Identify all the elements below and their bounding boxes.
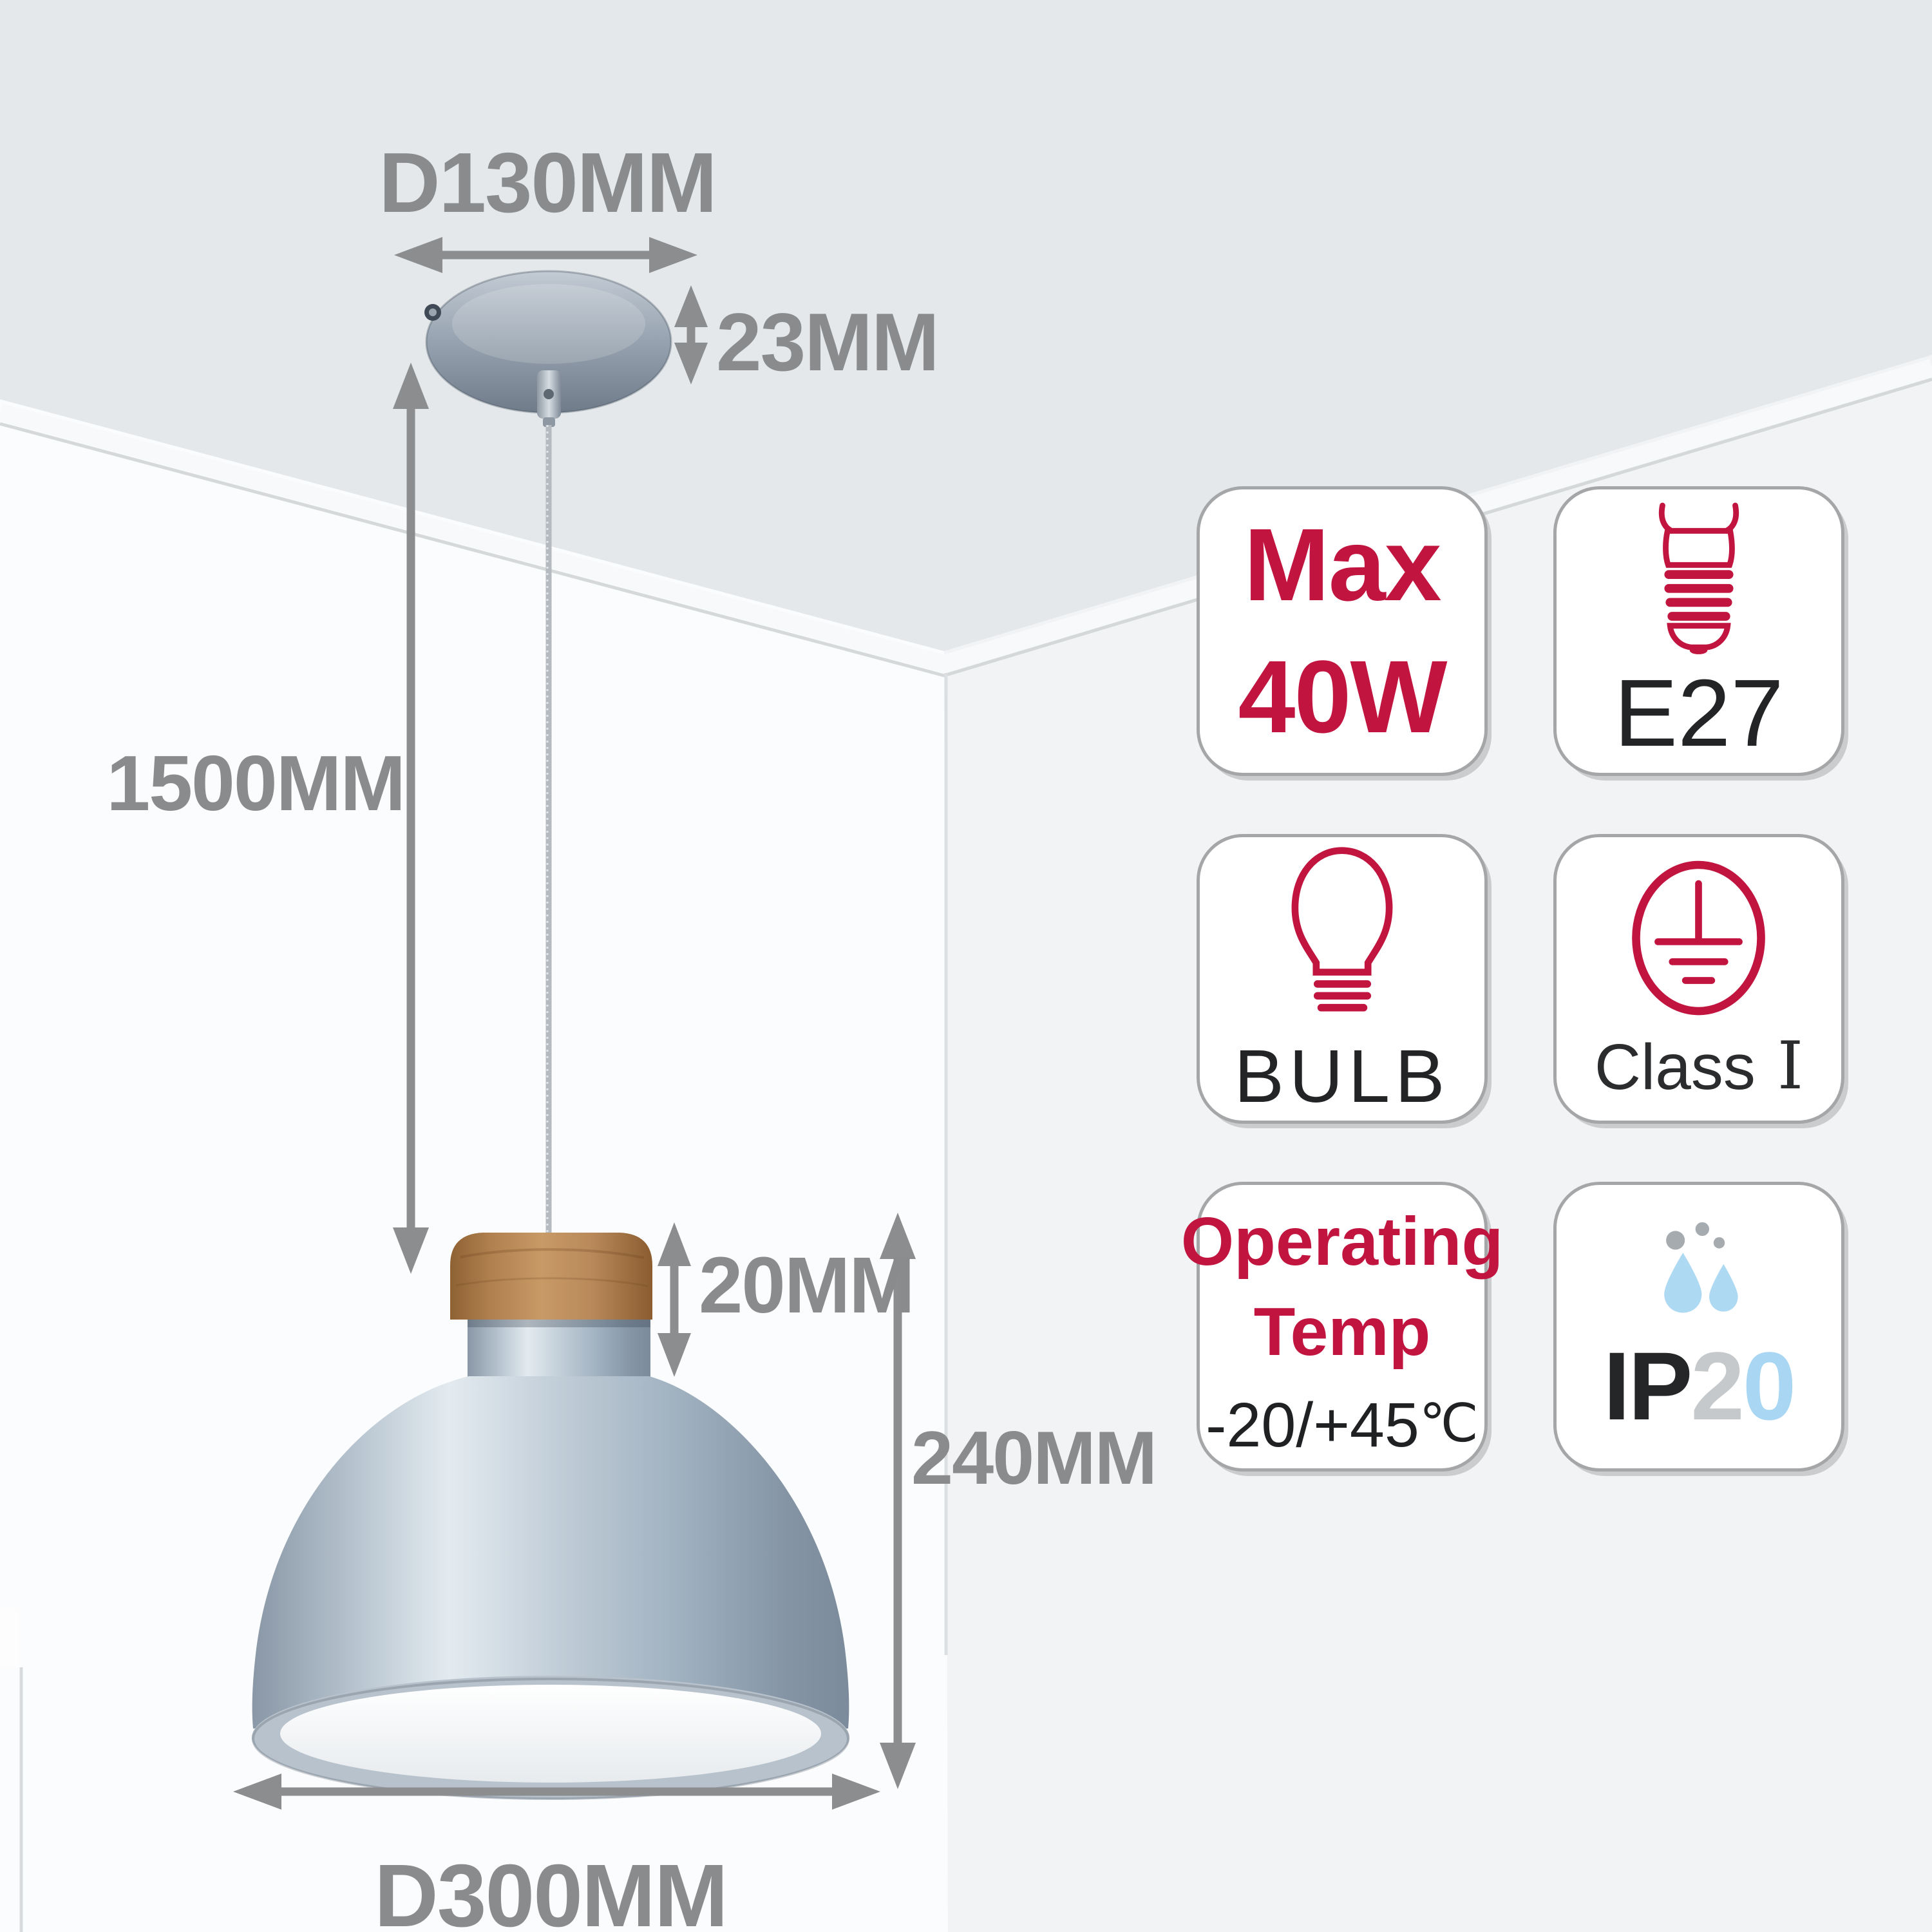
badge-socket-e27: E27 — [1553, 486, 1844, 776]
badge-max-wattage: Max 40W — [1197, 486, 1488, 776]
shade-height-label: 240MM — [911, 1416, 1157, 1500]
suspension-cord — [545, 425, 552, 1235]
canopy-diameter-label: D130MM — [379, 135, 717, 230]
suspension-length-label: 1500MM — [106, 739, 406, 827]
bulb-icon — [1291, 847, 1393, 1012]
pendant-lamp — [252, 1233, 849, 1800]
badge-operating-temp: Operating Temp -20/+45℃ — [1181, 1182, 1503, 1472]
operating-temp-title2: Temp — [1253, 1293, 1431, 1370]
bulb-label: BULB — [1234, 1034, 1450, 1118]
ip-digit-units: 0 — [1742, 1332, 1796, 1440]
badge-bulb: BULB — [1197, 834, 1488, 1124]
max-wattage-line1: Max — [1244, 507, 1441, 623]
badge-protection-class: Class Ⅰ — [1553, 834, 1844, 1124]
arrow-wood-cap-height — [658, 1222, 691, 1377]
ip-rating-label: IP20 — [1604, 1338, 1797, 1434]
arrow-suspension-length — [393, 363, 429, 1274]
protection-class-numeral: Ⅰ — [1777, 1028, 1804, 1104]
ip-digit-tens: 2 — [1690, 1332, 1744, 1440]
operating-temp-title1: Operating — [1180, 1203, 1504, 1280]
shade-diameter-label: D300MM — [374, 1846, 728, 1932]
protection-class-name: Class — [1594, 1031, 1756, 1103]
socket-label: E27 — [1614, 660, 1784, 766]
wood-cap — [450, 1233, 652, 1320]
operating-temp-values: -20/+45 — [1206, 1390, 1419, 1461]
shade-diffuser — [280, 1685, 821, 1783]
water-drops-icon — [1664, 1222, 1738, 1313]
arrow-shade-height — [880, 1213, 916, 1789]
wood-cap-height-label: 20MM — [699, 1242, 915, 1330]
operating-temp-unit: ℃ — [1419, 1393, 1479, 1455]
arrow-canopy-diameter — [394, 237, 697, 273]
canopy-height-label: 23MM — [716, 296, 940, 388]
badge-ip-rating: IP20 — [1553, 1182, 1844, 1472]
arrow-shade-diameter — [233, 1774, 880, 1810]
ceiling-bevel-highlight — [0, 359, 1932, 674]
dimension-arrows — [233, 237, 916, 1810]
shade-neck — [468, 1320, 650, 1378]
protection-class-label: Class Ⅰ — [1594, 1028, 1804, 1104]
operating-temp-range: -20/+45℃ — [1206, 1394, 1479, 1456]
e27-socket-icon — [1658, 502, 1739, 654]
max-wattage-line2: 40W — [1238, 639, 1448, 754]
ceiling-edge-line — [0, 377, 1932, 677]
left-wall-edge — [0, 1608, 19, 1667]
lamp-shade — [252, 1376, 849, 1728]
earth-ground-icon — [1632, 860, 1765, 1016]
spec-badges-grid: Max 40W E27 — [1181, 486, 1844, 1472]
ceiling-canopy — [424, 270, 672, 427]
arrow-canopy-height — [674, 285, 708, 384]
ip-prefix: IP — [1603, 1332, 1693, 1440]
